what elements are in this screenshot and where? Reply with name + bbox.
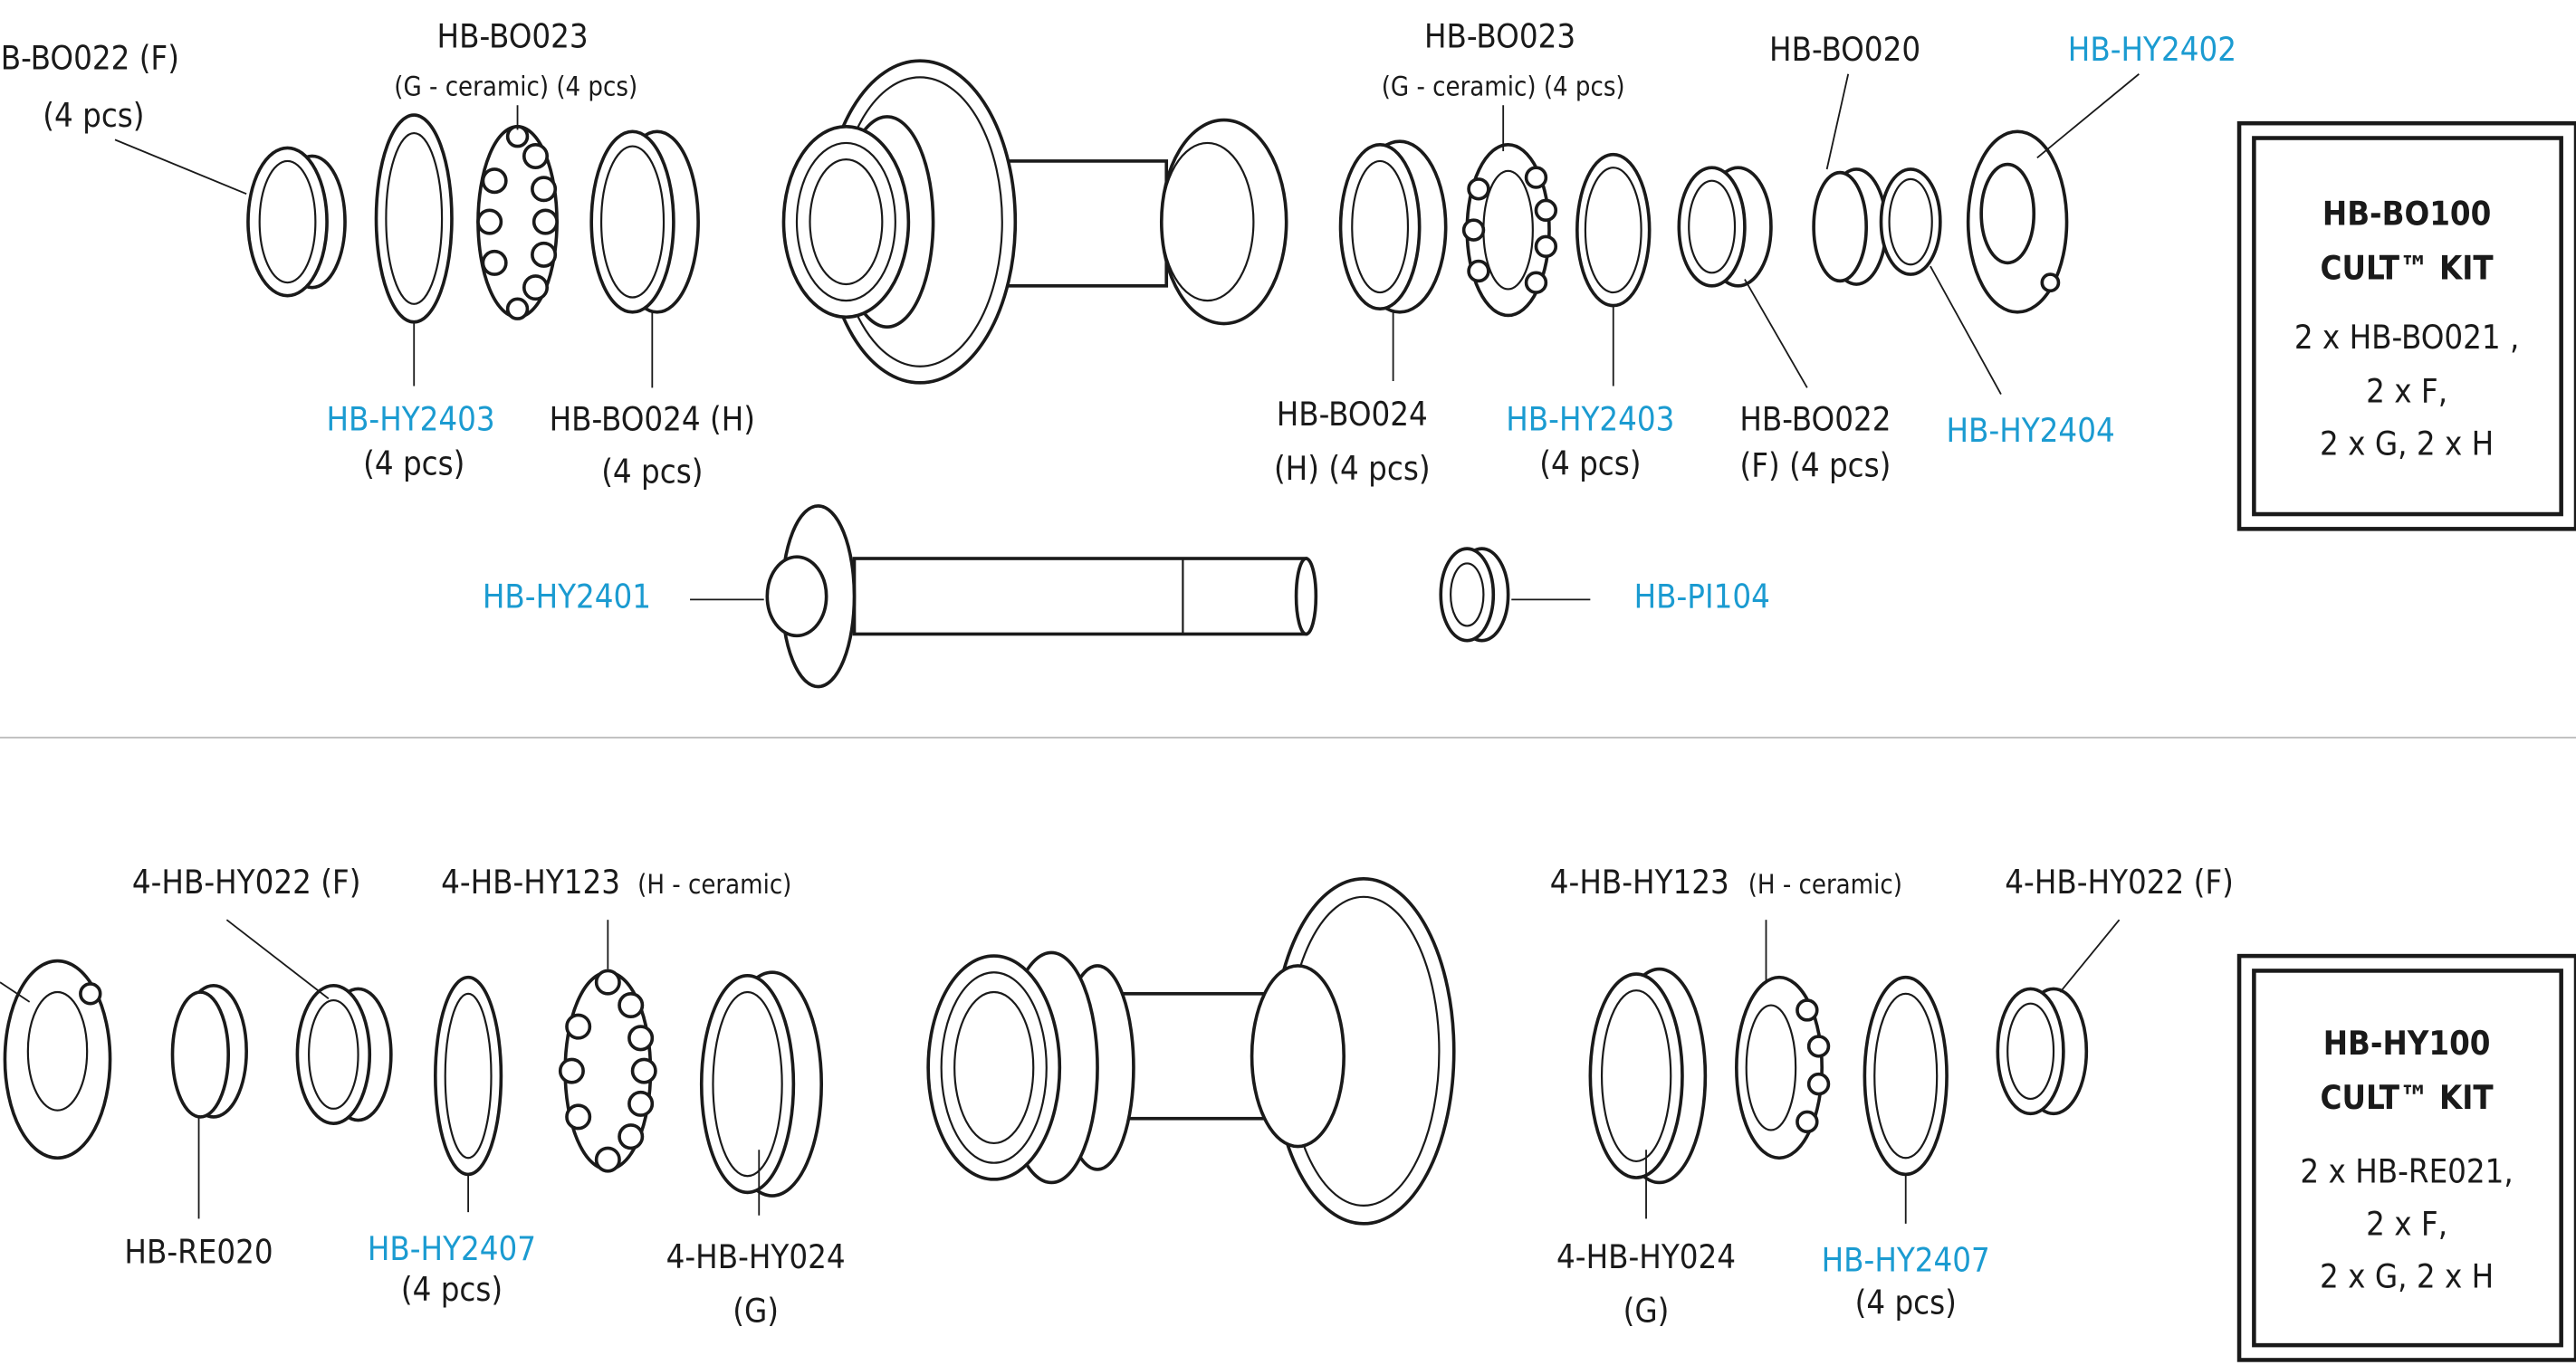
label-hy2403-left: HB-HY2403 — [327, 399, 495, 438]
part-pi104 — [1439, 547, 1510, 643]
part-bo024-left — [589, 129, 700, 314]
part-hub-body-bottom — [926, 877, 1456, 1226]
label-hy024-right: 4-HB-HY024 — [1556, 1237, 1736, 1276]
label-hy2403-left-qty: (4 pcs) — [363, 444, 464, 482]
kit-title: HB-BO100 — [2322, 195, 2491, 234]
part-bo024-right — [1338, 139, 1448, 314]
top-assembly: HB-BO022 (F) (4 pcs) HB-BO023 (G - ceram… — [0, 17, 2576, 689]
part-hy024-right — [1588, 967, 1708, 1185]
label-re020: HB-RE020 — [124, 1232, 273, 1271]
label-hy123-right: 4-HB-HY123 — [1550, 863, 1729, 902]
label-hy2401: HB-HY2401 — [483, 577, 651, 616]
label-hy2403-right: HB-HY2403 — [1506, 399, 1674, 438]
label-bo022-left-qty: (4 pcs) — [43, 96, 144, 135]
part-hy2407-left — [434, 975, 503, 1177]
label-bo024-left: HB-BO024 (H) — [550, 399, 755, 438]
label-hy2404: HB-HY2404 — [1947, 411, 2115, 450]
part-hub-body-top — [781, 59, 1288, 385]
part-hy2404 — [1879, 167, 1942, 276]
part-re020 — [170, 983, 248, 1119]
leader-line — [114, 138, 247, 196]
label-bo023-left-note: (G - ceramic) (4 pcs) — [394, 71, 637, 101]
kit-line: 2 x G, 2 x H — [2320, 425, 2494, 463]
label-hy2402: HB-HY2402 — [2068, 30, 2236, 69]
label-bo020: HB-BO020 — [1769, 30, 1920, 69]
label-bo024-right-qty: (H) (4 pcs) — [1274, 449, 1431, 488]
part-bo023-right-bearing — [1461, 142, 1558, 318]
part-hy2402 — [1966, 129, 2069, 314]
part-hy022-left — [295, 983, 393, 1125]
label-hy2403-right-qty: (4 pcs) — [1539, 444, 1641, 482]
label-hy123-left-note: (H - ceramic) — [637, 869, 791, 900]
label-bo024-right: HB-BO024 — [1277, 395, 1428, 434]
kit-line: 2 x HB-RE021, — [2300, 1151, 2513, 1190]
label-bo023-right-note: (G - ceramic) (4 pcs) — [1382, 71, 1625, 101]
label-hy2407-left-qty: (4 pcs) — [401, 1270, 503, 1309]
part-hy022-right — [1996, 987, 2089, 1116]
kit-box-hy100: HB-HY100 CULT™ KIT 2 x HB-RE021, 2 x F, … — [2236, 953, 2576, 1362]
part-hy2403-left — [374, 113, 454, 324]
label-bo022-left: HB-BO022 (F) — [0, 38, 179, 77]
part-bo022-left — [246, 146, 347, 298]
part-bo022-right — [1677, 166, 1773, 288]
label-bo023-right: HB-BO023 — [1424, 17, 1575, 56]
kit-line: 2 x F, — [2366, 1205, 2447, 1244]
part-hy2407-right — [1863, 975, 1949, 1177]
part-hy2403-right — [1575, 152, 1652, 308]
label-hy022-right: 4-HB-HY022 (F) — [2005, 863, 2234, 902]
label-hy2407-right: HB-HY2407 — [1822, 1240, 1990, 1279]
label-hy123-left: 4-HB-HY123 — [441, 863, 620, 902]
kit-title: HB-HY100 — [2323, 1024, 2491, 1063]
kit-subtitle: CULT™ KIT — [2321, 1078, 2495, 1117]
part-hy2401-axle — [765, 504, 1318, 689]
label-pi104: HB-PI104 — [1634, 577, 1770, 616]
kit-line: 2 x HB-BO021 , — [2294, 318, 2520, 357]
label-hy2407-left: HB-HY2407 — [368, 1229, 536, 1268]
part-hy024-left — [699, 970, 824, 1198]
label-hy123-right-note: (H - ceramic) — [1748, 869, 1902, 900]
label-bo024-left-qty: (4 pcs) — [601, 453, 703, 492]
label-bo022-right: HB-BO022 — [1739, 399, 1891, 438]
kit-line: 2 x G, 2 x H — [2320, 1257, 2494, 1296]
bottom-assembly: 4-HB-HY022 (F) 4-HB-HY123 (H - ceramic) … — [0, 863, 2576, 1362]
label-bo023-left: HB-BO023 — [437, 17, 589, 56]
kit-box-bo100: HB-BO100 CULT™ KIT 2 x HB-BO021 , 2 x F,… — [2236, 120, 2576, 531]
label-hy024-left: 4-HB-HY024 — [666, 1237, 846, 1276]
part-hy123-right-bearing — [1735, 975, 1831, 1160]
part-bo023-left-bearing — [476, 125, 559, 320]
part-end-cap-left — [3, 959, 112, 1160]
label-hy024-right-qty: (G) — [1623, 1292, 1670, 1331]
label-hy2407-right-qty: (4 pcs) — [1855, 1284, 1957, 1322]
kit-subtitle: CULT™ KIT — [2321, 249, 2495, 288]
label-hy024-left-qty: (G) — [733, 1292, 779, 1331]
kit-line: 2 x F, — [2366, 372, 2447, 411]
part-hy123-left-bearing — [558, 969, 657, 1173]
part-bo020 — [1812, 167, 1888, 286]
label-bo022-right-qty: (F) (4 pcs) — [1740, 445, 1891, 484]
label-hy022-left: 4-HB-HY022 (F) — [132, 863, 361, 902]
